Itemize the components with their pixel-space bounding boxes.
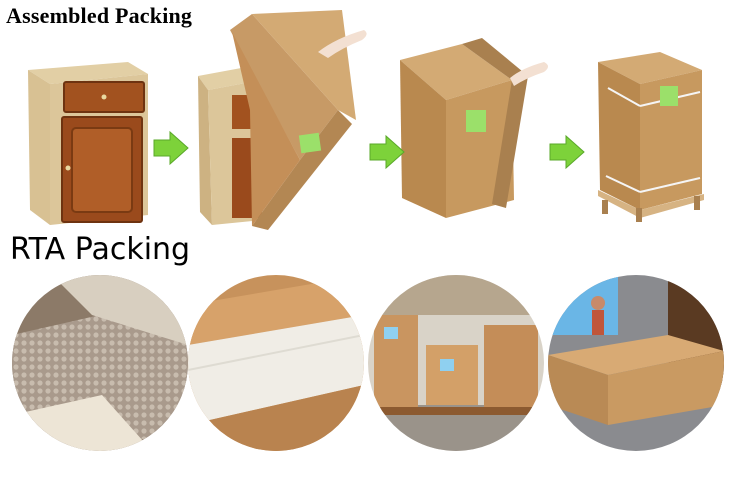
foam-wrapped-panel-photo xyxy=(188,275,364,451)
step-arrow-icon xyxy=(549,134,585,170)
step-arrow-icon xyxy=(153,130,189,166)
flat-pack-stacks-photo xyxy=(368,275,544,451)
box-sliding-on-image xyxy=(198,10,367,230)
box-strapped-on-pallet-image xyxy=(598,52,704,222)
rta-packing-title: RTA Packing xyxy=(10,232,191,267)
cabinet-unpacked-image xyxy=(28,62,148,225)
box-covered-image xyxy=(400,38,548,218)
bubble-wrap-photo xyxy=(12,275,188,451)
warehouse-pallets-photo xyxy=(548,275,724,451)
assembled-packing-title: Assembled Packing xyxy=(6,3,193,28)
assembled-packing-sequence xyxy=(28,10,704,230)
step-arrow-icon xyxy=(369,134,405,170)
